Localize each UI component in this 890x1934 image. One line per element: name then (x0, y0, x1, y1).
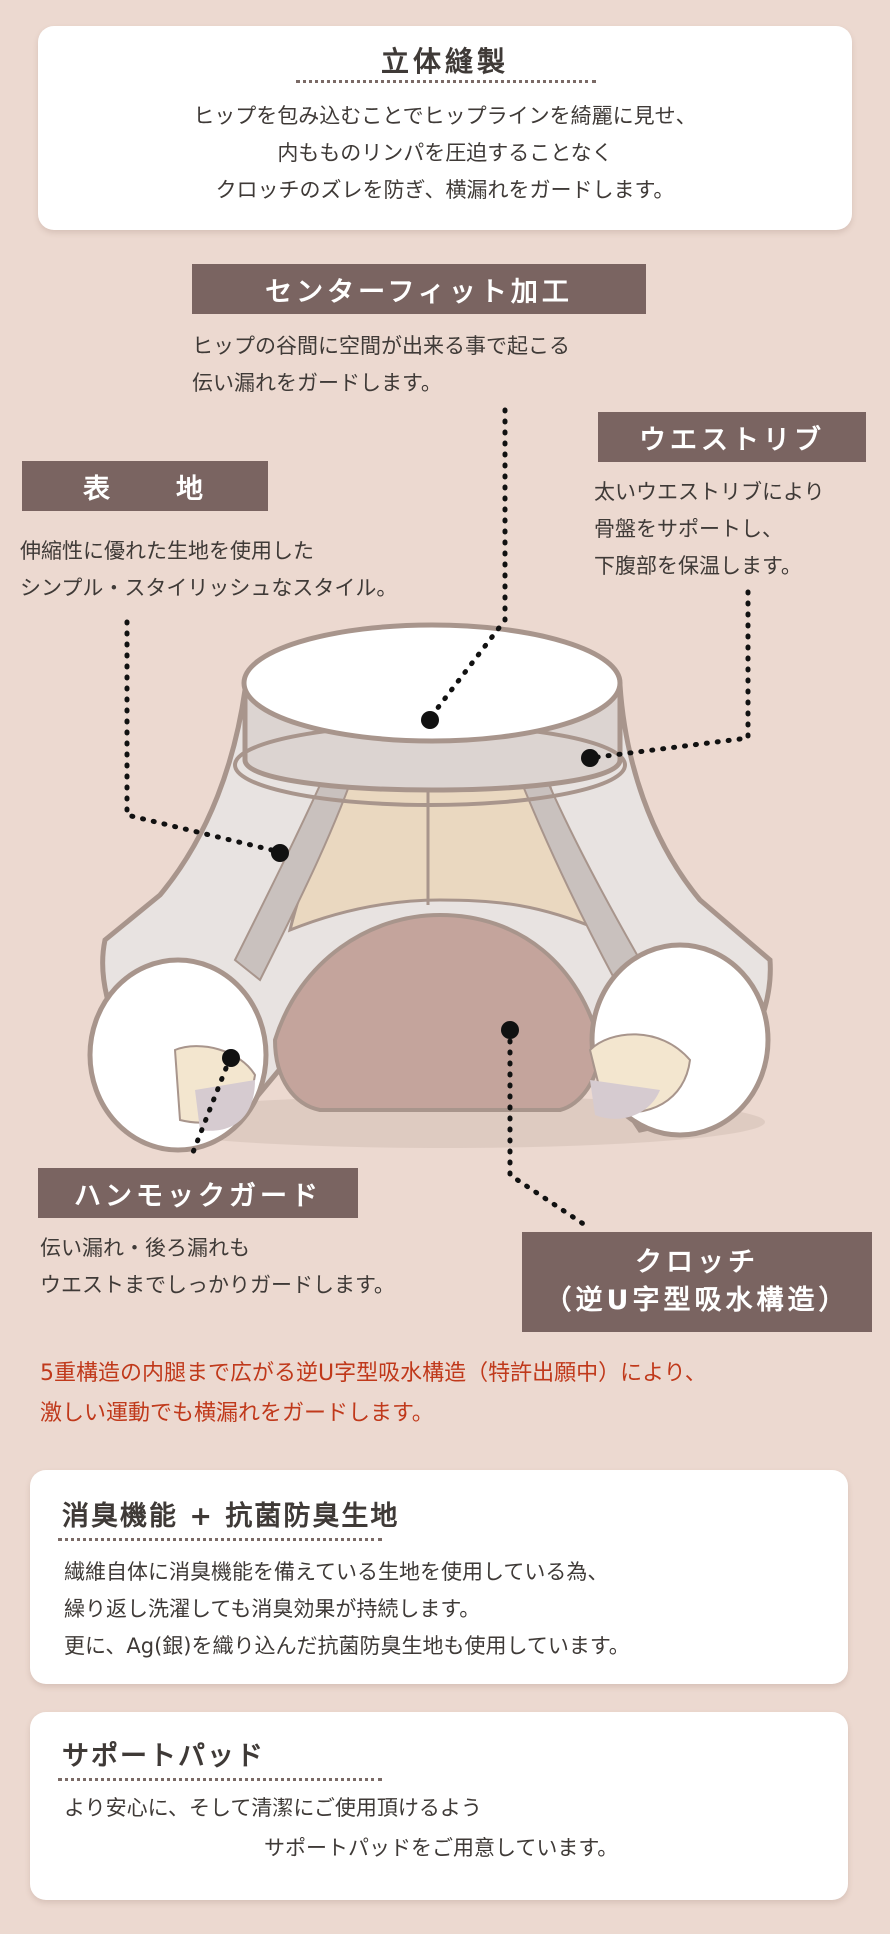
marker-omote (271, 844, 289, 862)
center-fit-label: センターフィット加工 (192, 264, 646, 314)
hammock-desc: 伝い漏れ・後ろ漏れも ウエストまでしっかりガードします。 (40, 1230, 395, 1304)
hammock-label: ハンモックガード (38, 1168, 358, 1218)
notice-line-1: 5重構造の内腿まで広がる逆U字型吸水構造（特許出願中）により、 (40, 1361, 707, 1386)
leader-center-fit (427, 407, 508, 721)
leader-omote (124, 619, 283, 855)
omote-desc: 伸縮性に優れた生地を使用した シンプル・スタイリッシュなスタイル。 (20, 533, 397, 607)
support-pad-line-1: より安心に、そして清潔にご使用頂けるよう (64, 1796, 482, 1820)
omote-line-2: シンプル・スタイリッシュなスタイル。 (20, 576, 398, 600)
marker-center-fit (421, 711, 439, 729)
waist-rib-desc: 太いウエストリブにより 骨盤をサポートし、 下腹部を保温します。 (594, 474, 825, 585)
marker-hammock (222, 1049, 240, 1067)
deodorant-line-3: 更に、Ag(銀)を織り込んだ抗菌防臭生地も使用しています。 (64, 1634, 630, 1658)
deodorant-title: 消臭機能 + 抗菌防臭生地 (62, 1501, 400, 1532)
rittai-title-underline (296, 80, 596, 83)
leader-hammock (187, 1055, 233, 1163)
absorption-notice: 5重構造の内腿まで広がる逆U字型吸水構造（特許出願中）により、 激しい運動でも横… (40, 1354, 707, 1434)
waist-rib-line-1: 太いウエストリブにより (594, 480, 825, 504)
rittai-line-3: クロッチのズレを防ぎ、横漏れをガードします。 (215, 178, 675, 202)
crotch-label-line-1: クロッチ (635, 1247, 759, 1278)
crotch-label-line-2: （逆U字型吸水構造） (544, 1285, 850, 1316)
crotch-area (272, 912, 603, 1112)
center-fit-line-2: 伝い漏れをガードします。 (192, 371, 442, 395)
crotch-label: クロッチ （逆U字型吸水構造） (522, 1232, 872, 1332)
support-pad-title-underline (58, 1778, 382, 1781)
rittai-text: ヒップを包み込むことでヒップラインを綺麗に見せ、 内もものリンパを圧迫することな… (38, 98, 852, 209)
marker-crotch (501, 1021, 519, 1039)
rittai-line-1: ヒップを包み込むことでヒップラインを綺麗に見せ、 (193, 104, 697, 128)
support-pad-title: サポートパッド (62, 1741, 265, 1772)
deodorant-line-2: 繰り返し洗濯しても消臭効果が持続します。 (64, 1597, 481, 1621)
center-fit-desc: ヒップの谷間に空間が出来る事で起こる 伝い漏れをガードします。 (192, 328, 570, 402)
deodorant-text: 繊維自体に消臭機能を備えている生地を使用している為、 繰り返し洗濯しても消臭効果… (64, 1554, 630, 1665)
waist-rib-label: ウエストリブ (598, 412, 866, 462)
omote-label: 表 地 (22, 461, 268, 511)
rittai-card: 立体縫製 ヒップを包み込むことでヒップラインを綺麗に見せ、 内もものリンパを圧迫… (38, 26, 852, 230)
waist-opening (241, 622, 623, 744)
deodorant-title-underline (58, 1538, 382, 1541)
hammock-line-1: 伝い漏れ・後ろ漏れも (40, 1236, 250, 1260)
leader-crotch (507, 1027, 588, 1228)
deodorant-card: 消臭機能 + 抗菌防臭生地 繊維自体に消臭機能を備えている生地を使用している為、… (30, 1470, 848, 1684)
leader-waist-rib (587, 589, 751, 761)
waist-rib-line-2: 骨盤をサポートし、 (594, 517, 783, 541)
rittai-title: 立体縫製 (380, 45, 509, 78)
center-fit-line-1: ヒップの谷間に空間が出来る事で起こる (192, 334, 570, 358)
rittai-line-2: 内もものリンパを圧迫することなく (277, 141, 613, 165)
omote-line-1: 伸縮性に優れた生地を使用した (20, 539, 314, 563)
waist-rib-line-3: 下腹部を保温します。 (594, 554, 802, 578)
support-pad-card: サポートパッド より安心に、そして清潔にご使用頂けるよう サポートパッドをご用意… (30, 1712, 848, 1900)
marker-waist-rib (581, 749, 599, 767)
deodorant-line-1: 繊維自体に消臭機能を備えている生地を使用している為、 (64, 1560, 609, 1584)
notice-line-2: 激しい運動でも横漏れをガードします。 (40, 1401, 434, 1426)
hammock-line-2: ウエストまでしっかりガードします。 (40, 1273, 395, 1297)
support-pad-line-2: サポートパッドをご用意しています。 (264, 1836, 619, 1860)
